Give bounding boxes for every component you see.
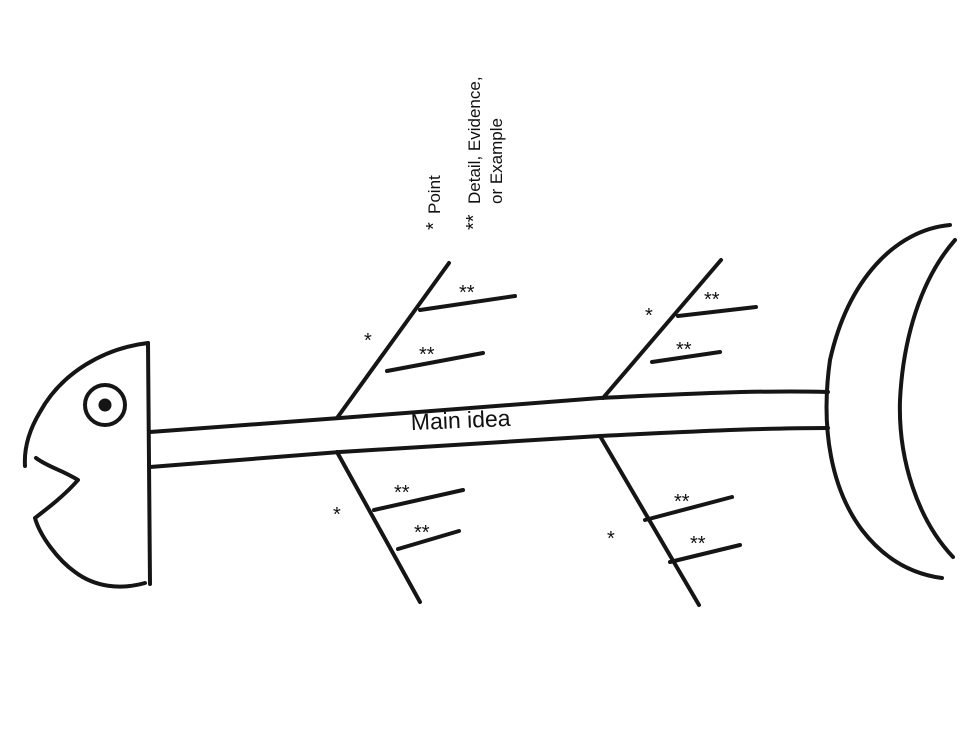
legend-detail-label-line2: or Example — [487, 118, 506, 204]
pupil — [98, 398, 112, 412]
legend-point-label: Point — [425, 175, 444, 214]
point-marker: * — [607, 528, 615, 550]
detail-line — [372, 488, 465, 512]
legend-detail: ** Detail, Evidence, or Example — [463, 76, 506, 230]
eye-icon — [83, 383, 127, 427]
bone-lower-right: * ** ** — [598, 434, 742, 607]
point-marker: * — [333, 504, 341, 526]
bone-line — [335, 450, 422, 604]
point-marker: * — [645, 305, 653, 327]
gill-line — [146, 341, 152, 586]
bone-upper-left: * ** ** — [335, 261, 517, 420]
fish-tail — [824, 223, 957, 580]
detail-marker: ** — [676, 339, 692, 361]
detail-marker: ** — [459, 282, 475, 304]
detail-line — [650, 350, 722, 364]
fish-head-outline — [22, 341, 150, 589]
detail-line — [418, 294, 517, 312]
detail-marker: ** — [419, 344, 435, 366]
legend-detail-marker: ** — [463, 214, 485, 230]
legend-detail-label-line1: Detail, Evidence, — [465, 76, 484, 204]
detail-line — [385, 351, 485, 373]
tail-outer-curve — [824, 223, 952, 580]
bone-line — [601, 258, 723, 400]
legend: * Point ** Detail, Evidence, or Example — [423, 76, 506, 230]
detail-marker: ** — [674, 491, 690, 513]
main-idea-label: Main idea — [410, 405, 511, 435]
detail-line — [668, 543, 742, 564]
tail-inner-curve — [897, 238, 957, 559]
spine-bottom-line — [148, 426, 830, 469]
legend-point: * Point — [423, 175, 445, 230]
spine: Main idea — [148, 389, 830, 469]
detail-marker: ** — [704, 289, 720, 311]
detail-marker: ** — [394, 482, 410, 504]
fish-head — [22, 341, 152, 589]
point-marker: * — [364, 330, 372, 352]
bone-upper-right: * ** ** — [601, 258, 758, 400]
detail-marker: ** — [414, 522, 430, 544]
bone-line — [335, 261, 451, 420]
bone-lower-left: * ** ** — [333, 450, 465, 604]
detail-line — [396, 529, 461, 551]
detail-line — [676, 305, 758, 318]
detail-line — [643, 495, 734, 522]
legend-point-marker: * — [423, 222, 445, 230]
detail-marker: ** — [690, 533, 706, 555]
